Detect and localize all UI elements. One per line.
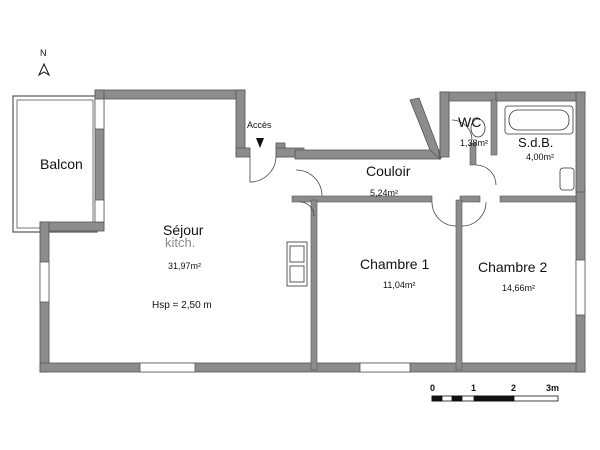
north-arrow-icon: [37, 62, 51, 77]
windows: [39, 98, 586, 373]
room-chambre2-name: Chambre 2: [478, 259, 548, 275]
door-swings: [249, 119, 497, 227]
entrance-arrow-icon: [256, 138, 264, 148]
room-sdb-area: 4,00m²: [526, 152, 555, 162]
room-sejour-sub: kitch.: [165, 235, 196, 250]
room-wc-name: WC: [458, 114, 482, 130]
washbasin-icon: [559, 167, 575, 191]
bathtub-icon: [504, 105, 574, 135]
room-sdb-name: S.d.B.: [518, 135, 554, 150]
room-balcon-name: Balcon: [40, 156, 83, 172]
room-couloir-area: 5,24m²: [370, 188, 399, 198]
balcony: [12, 95, 98, 233]
room-sejour-name: Séjour: [163, 222, 204, 238]
scale-tick-3: 3m: [546, 383, 560, 393]
room-chambre1-area: 11,04m²: [383, 280, 416, 290]
interior-walls: [291, 99, 577, 371]
entrance-label: Accès: [247, 120, 272, 130]
north-label: N: [40, 48, 47, 58]
scale-tick-0: 0: [430, 383, 436, 393]
scale-bar: [431, 395, 559, 402]
room-sejour-area: 31,97m²: [168, 261, 202, 271]
toilet-icon: [470, 118, 486, 138]
room-chambre1-name: Chambre 1: [360, 256, 430, 272]
scale-tick-1: 1: [471, 383, 477, 393]
kitchen-sink-icon: [286, 241, 308, 287]
ceiling-height-note: Hsp = 2,50 m: [152, 300, 212, 311]
room-wc-area: 1,38m²: [460, 138, 489, 148]
scale-tick-2: 2: [511, 383, 517, 393]
room-chambre2-area: 14,66m²: [502, 283, 536, 293]
room-couloir-name: Couloir: [366, 163, 411, 179]
